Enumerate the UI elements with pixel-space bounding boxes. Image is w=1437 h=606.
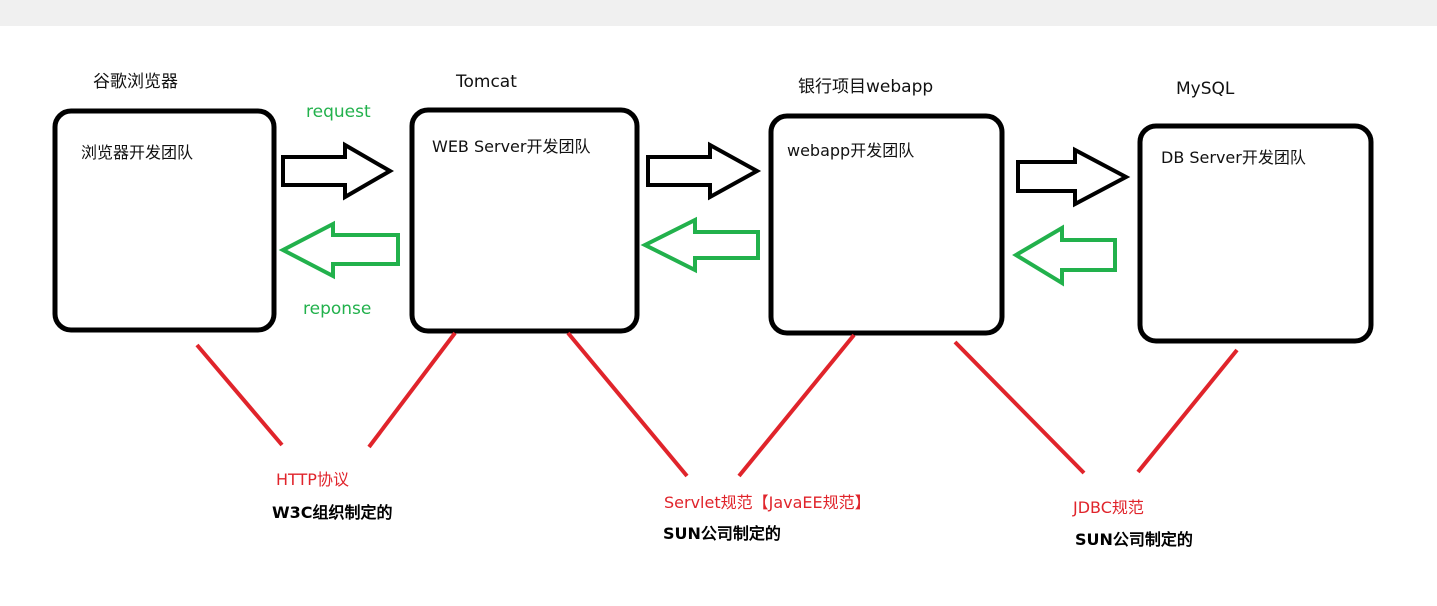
servlet-line-right [737, 333, 856, 478]
response-arrow-3 [1012, 224, 1117, 287]
request-arrow-2 [646, 141, 762, 201]
jdbc-spec-label: JDBC规范 [1073, 498, 1144, 517]
jdbc-line-left [953, 340, 1086, 475]
webapp-box [768, 113, 1005, 336]
jdbc-line-right [1136, 348, 1239, 474]
request-arrow-1 [281, 141, 394, 201]
jdbc-spec-maker: SUN公司制定的 [1075, 530, 1193, 549]
request-arrow-3 [1016, 146, 1131, 208]
response-arrow-1 [278, 220, 400, 280]
mysql-team-label: DB Server开发团队 [1161, 148, 1306, 167]
servlet-line-left [566, 331, 689, 478]
chrome-box [52, 108, 277, 333]
http-spec-maker: W3C组织制定的 [272, 503, 393, 522]
request-label: request [306, 102, 371, 122]
http-line-right [367, 331, 457, 449]
tomcat-title: Tomcat [456, 72, 517, 92]
mysql-box [1137, 123, 1374, 344]
chrome-team-label: 浏览器开发团队 [81, 143, 194, 162]
webapp-title: 银行项目webapp [798, 77, 934, 97]
http-line-left [195, 343, 284, 447]
top-bar [0, 0, 1437, 26]
servlet-spec-label: Servlet规范【JavaEE规范】 [664, 493, 871, 512]
tomcat-box [409, 107, 640, 334]
chrome-title: 谷歌浏览器 [93, 72, 178, 92]
servlet-spec-maker: SUN公司制定的 [663, 524, 781, 543]
mysql-title: MySQL [1176, 79, 1235, 99]
response-arrow-2 [640, 216, 760, 274]
webapp-team-label: webapp开发团队 [787, 141, 915, 160]
tomcat-team-label: WEB Server开发团队 [432, 137, 591, 156]
http-spec-label: HTTP协议 [276, 470, 349, 489]
response-label: reponse [303, 299, 372, 319]
